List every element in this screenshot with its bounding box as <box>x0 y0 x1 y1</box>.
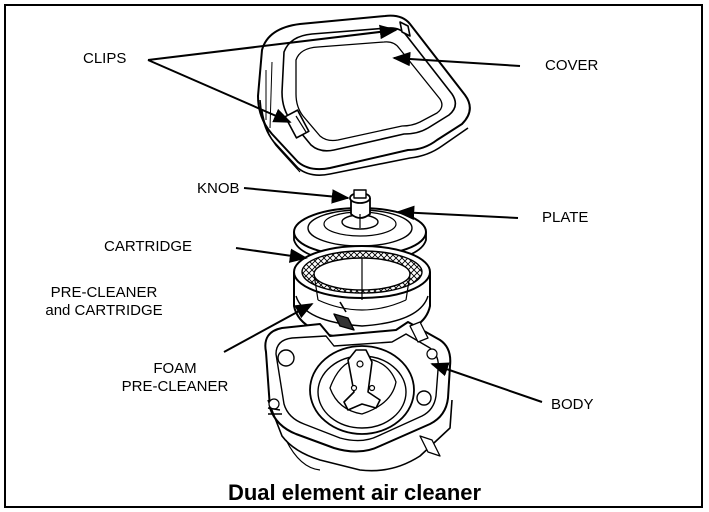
pre-cleaner-label-line2: and CARTRIDGE <box>45 302 163 319</box>
cover-leader <box>392 51 521 67</box>
cartridge-illustration <box>293 245 431 341</box>
body-leader <box>430 362 543 403</box>
foam-label-line1: FOAM <box>153 360 197 377</box>
plate-label: PLATE <box>542 209 589 226</box>
knob-label: KNOB <box>197 180 240 197</box>
knob-leader <box>243 187 350 204</box>
cover-label: COVER <box>545 57 599 74</box>
foam-leader <box>223 303 314 353</box>
pre-cleaner-and-cartridge-label: PRE-CLEANER and CARTRIDGE <box>18 284 190 320</box>
plate-leader <box>396 205 519 221</box>
diagram-frame <box>4 4 703 508</box>
clips-label: CLIPS <box>83 50 127 67</box>
leader-lines <box>147 24 543 403</box>
knob-illustration <box>349 189 371 228</box>
cover-illustration <box>257 14 471 176</box>
body-illustration <box>264 321 453 472</box>
clips-leader-top <box>147 24 398 61</box>
diagram-caption: Dual element air cleaner <box>227 480 482 505</box>
foam-label-line2: PRE-CLEANER <box>121 378 229 395</box>
clips-leader-left <box>147 59 292 123</box>
foam-pre-cleaner-label: FOAM PRE-CLEANER <box>100 360 250 396</box>
body-label: BODY <box>551 396 594 413</box>
pre-cleaner-label-line1: PRE-CLEANER <box>50 284 158 301</box>
cartridge-leader <box>235 247 308 263</box>
cartridge-label: CARTRIDGE <box>104 238 193 255</box>
